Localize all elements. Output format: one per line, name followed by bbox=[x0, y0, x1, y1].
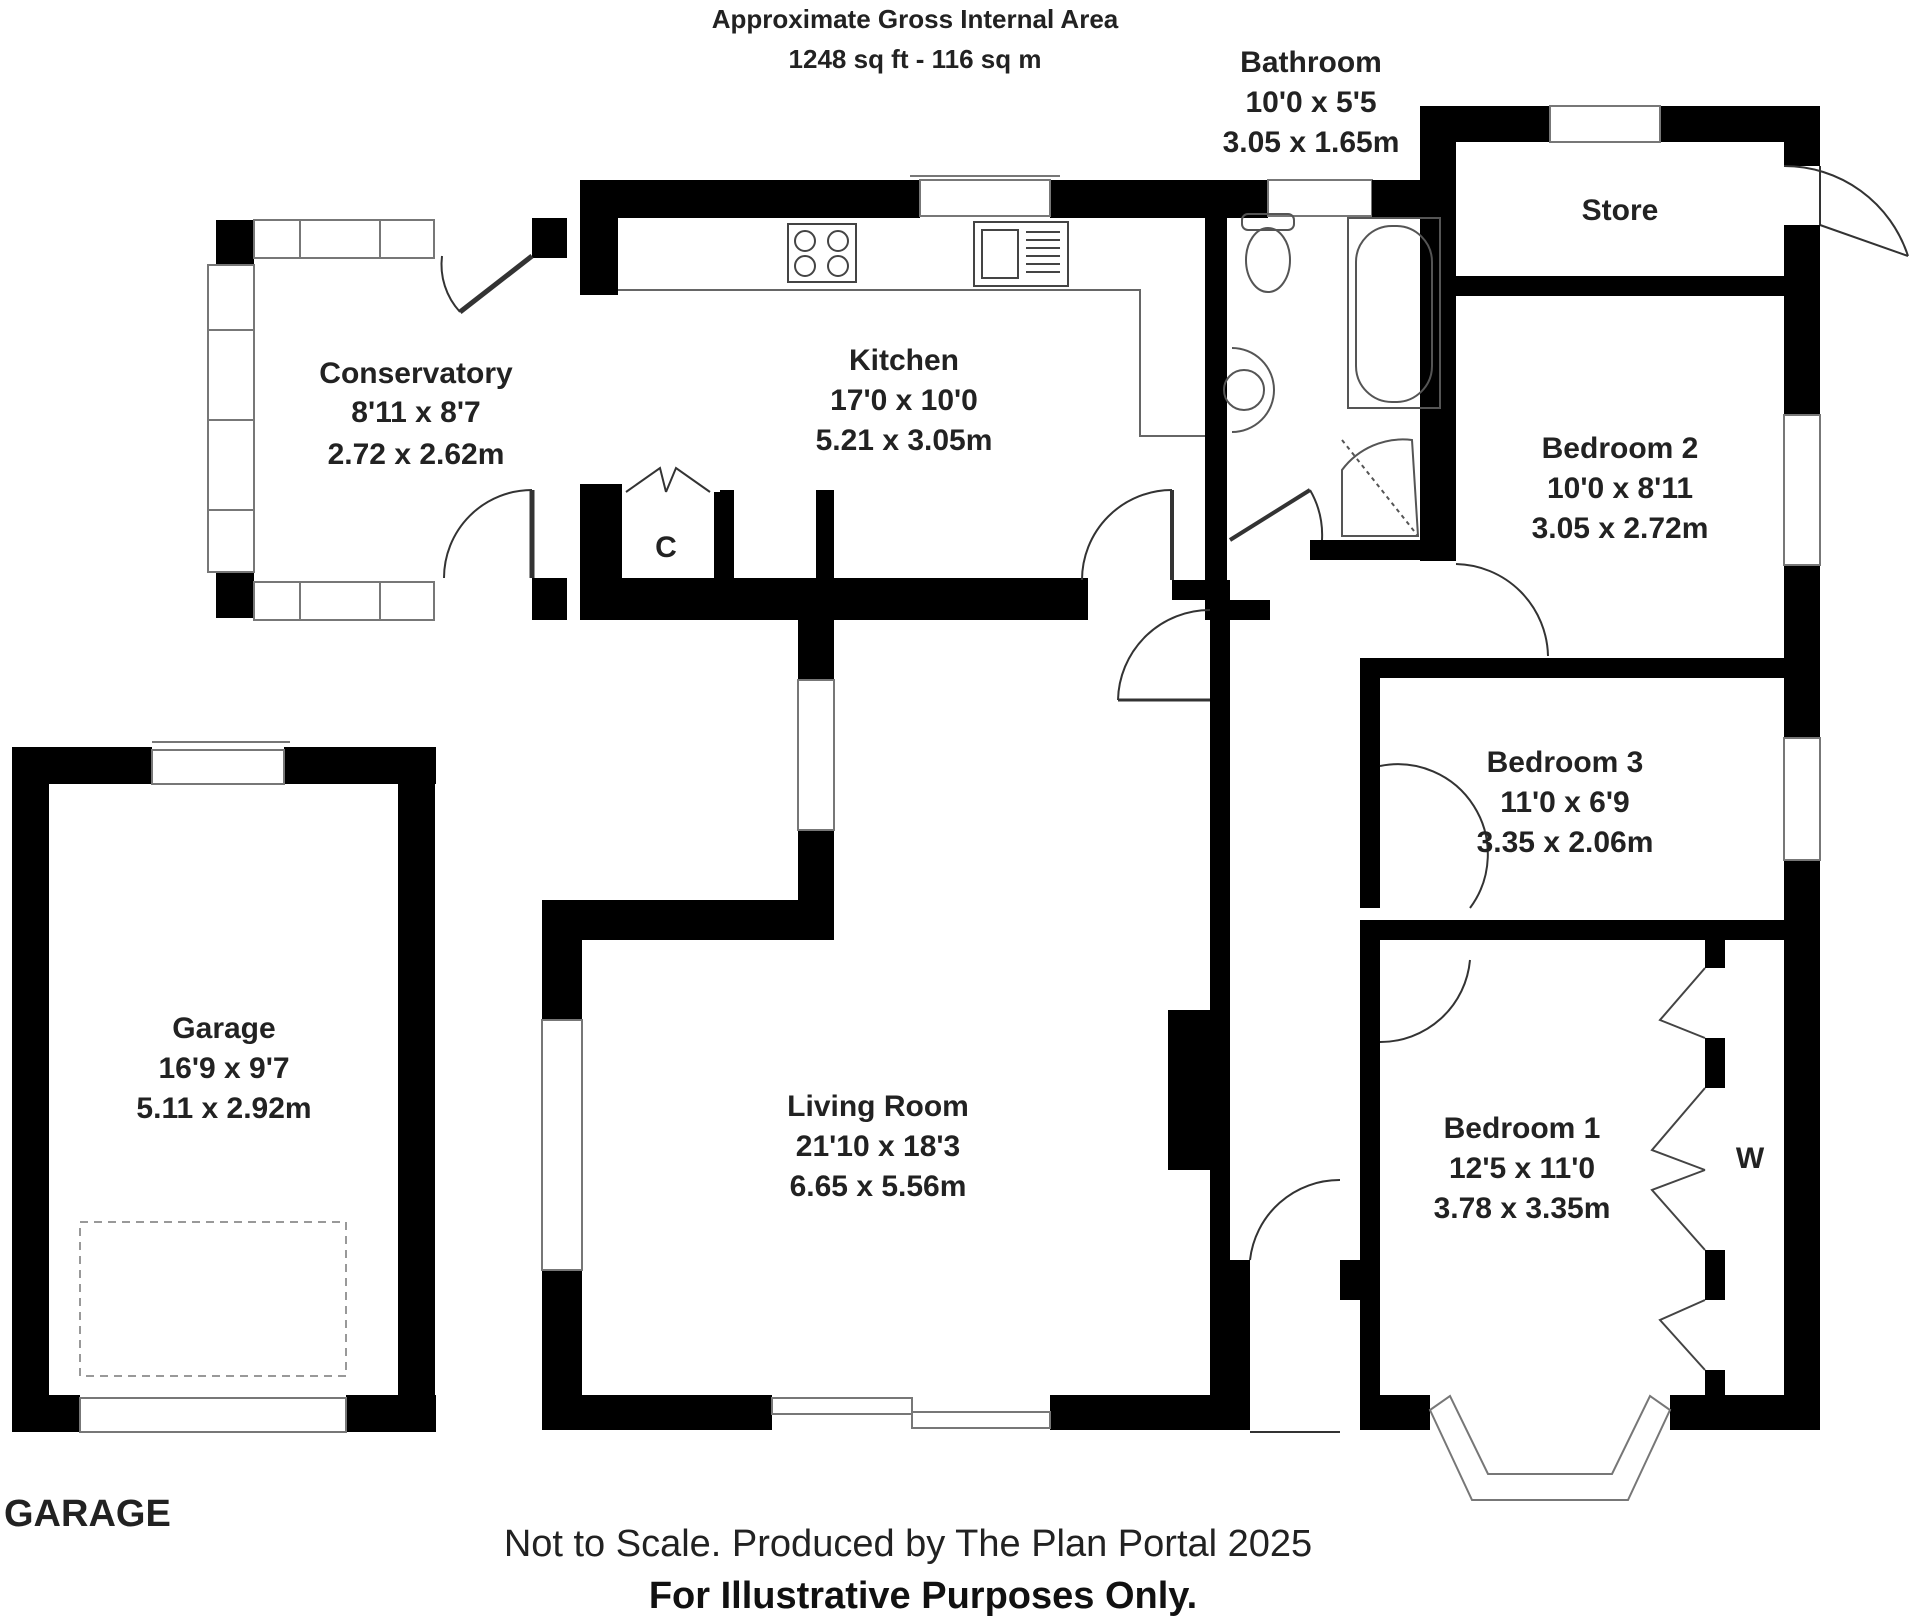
garage-name: Garage bbox=[172, 1012, 275, 1045]
cupboard-doors bbox=[625, 466, 711, 493]
bedroom2-imperial: 10'0 x 8'11 bbox=[1547, 472, 1693, 505]
basin-icon bbox=[1223, 347, 1275, 433]
hob-icon bbox=[787, 223, 857, 283]
bedroom1-imperial: 12'5 x 11'0 bbox=[1449, 1152, 1595, 1185]
bedroom-windows bbox=[1783, 414, 1821, 861]
garage-metric: 5.11 x 2.92m bbox=[136, 1092, 311, 1125]
hall-walls bbox=[542, 620, 1360, 1430]
bedroom1-name: Bedroom 1 bbox=[1444, 1112, 1601, 1145]
kitchen-walls bbox=[580, 180, 1268, 620]
wardrobe-label: W bbox=[1736, 1142, 1765, 1175]
bath-icon bbox=[1347, 217, 1441, 409]
bathroom-name: Bathroom bbox=[1240, 46, 1382, 79]
kitchen-window bbox=[910, 175, 1060, 217]
living-metric: 6.65 x 5.56m bbox=[790, 1170, 967, 1203]
garage-windows bbox=[79, 741, 347, 1433]
bedroom3-imperial: 11'0 x 6'9 bbox=[1500, 786, 1629, 819]
conservatory-imperial: 8'11 x 8'7 bbox=[351, 396, 480, 429]
shower-icon bbox=[1341, 438, 1420, 537]
living-imperial: 21'10 x 18'3 bbox=[796, 1130, 960, 1163]
store-window bbox=[1549, 105, 1661, 143]
garage-walls bbox=[12, 747, 436, 1432]
area-title: Approximate Gross Internal Area bbox=[712, 4, 1119, 34]
kitchen-door bbox=[1081, 489, 1174, 581]
wardrobe-doors bbox=[1650, 967, 1706, 1371]
conservatory-metric: 2.72 x 2.62m bbox=[328, 438, 505, 471]
garage-imperial: 16'9 x 9'7 bbox=[158, 1052, 289, 1085]
bedroom1-label: Bedroom 1 12'5 x 11'0 3.78 x 3.35m bbox=[1434, 1112, 1611, 1225]
kitchen-metric: 5.21 x 3.05m bbox=[816, 424, 993, 457]
bedroom2-metric: 3.05 x 2.72m bbox=[1532, 512, 1709, 545]
living-windows bbox=[541, 679, 1051, 1429]
living-name: Living Room bbox=[787, 1090, 969, 1123]
bathroom-door bbox=[1228, 488, 1324, 542]
living-label: Living Room 21'10 x 18'3 6.65 x 5.56m bbox=[787, 1090, 969, 1203]
bathroom-window bbox=[1267, 179, 1373, 217]
conservatory-walls bbox=[216, 218, 567, 620]
kitchen-imperial: 17'0 x 10'0 bbox=[830, 384, 978, 417]
conservatory-name: Conservatory bbox=[319, 357, 513, 390]
bedroom2-name: Bedroom 2 bbox=[1542, 432, 1699, 465]
garage-label: Garage 16'9 x 9'7 5.11 x 2.92m bbox=[136, 1012, 311, 1125]
area-value: 1248 sq ft - 116 sq m bbox=[789, 44, 1042, 74]
store-door bbox=[1783, 164, 1909, 257]
sink-icon bbox=[973, 221, 1069, 287]
cupboard-label: C bbox=[655, 531, 677, 564]
section-label: GARAGE bbox=[4, 1493, 171, 1535]
bedroom3-metric: 3.35 x 2.06m bbox=[1477, 826, 1654, 859]
kitchen-label: Kitchen 17'0 x 10'0 5.21 x 3.05m bbox=[816, 344, 993, 457]
store-name: Store bbox=[1582, 194, 1659, 227]
toilet-icon bbox=[1241, 213, 1295, 293]
kitchen-name: Kitchen bbox=[849, 344, 959, 377]
conservatory-windows bbox=[207, 219, 435, 621]
bedroom3-label: Bedroom 3 11'0 x 6'9 3.35 x 2.06m bbox=[1477, 746, 1654, 859]
conservatory-label: Conservatory 8'11 x 8'7 2.72 x 2.62m bbox=[319, 357, 513, 471]
kitchen-worktop bbox=[618, 289, 1205, 437]
footer-disclaimer: For Illustrative Purposes Only. bbox=[649, 1575, 1197, 1617]
conservatory-doors bbox=[440, 254, 535, 579]
bathroom-metric: 3.05 x 1.65m bbox=[1223, 126, 1400, 159]
bedroom2-label: Bedroom 2 10'0 x 8'11 3.05 x 2.72m bbox=[1532, 432, 1709, 545]
bay-window bbox=[1428, 1394, 1672, 1501]
cupboard bbox=[600, 466, 730, 584]
bedroom3-name: Bedroom 3 bbox=[1487, 746, 1644, 779]
footer-credit: Not to Scale. Produced by The Plan Porta… bbox=[504, 1523, 1312, 1565]
bedroom1-metric: 3.78 x 3.35m bbox=[1434, 1192, 1611, 1225]
bathroom-imperial: 10'0 x 5'5 bbox=[1245, 86, 1376, 119]
bedroom-doors bbox=[1379, 563, 1549, 1044]
hall-doors bbox=[1117, 609, 1341, 1433]
bathroom-label: Bathroom 10'0 x 5'5 3.05 x 1.65m bbox=[1223, 46, 1400, 159]
garage-car-space bbox=[79, 1221, 347, 1377]
